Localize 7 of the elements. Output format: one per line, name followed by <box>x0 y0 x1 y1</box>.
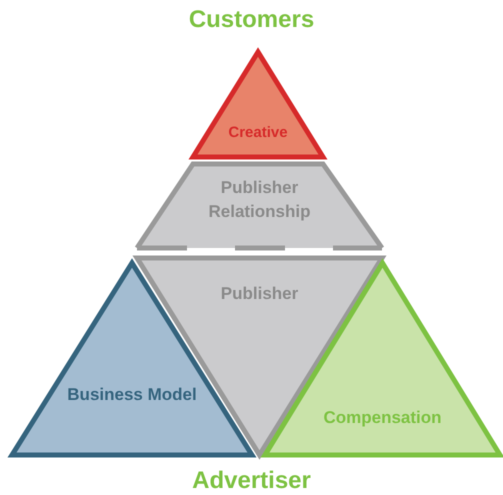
shape-label: Publisher <box>220 283 298 305</box>
shape-label: Business Model <box>67 384 197 406</box>
shape-label: Publisher Relationship <box>207 177 312 223</box>
shape-label: Creative <box>228 123 288 143</box>
heading-label: Customers <box>188 6 314 34</box>
shape-label: Compensation <box>323 407 442 429</box>
heading-label: Advertiser <box>192 467 311 495</box>
